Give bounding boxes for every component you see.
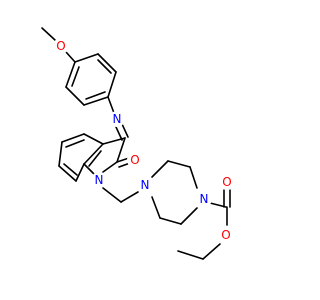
bond-ring2-b-double <box>65 139 85 148</box>
bond-c3-c3a <box>102 137 126 145</box>
bond-ring1-a <box>74 53 99 63</box>
molecule-canvas: O N O N N N O O <box>41 27 235 260</box>
bond-pip-c <box>189 166 198 189</box>
bond-ch2-ch3 <box>177 250 204 260</box>
bond-c7a-c3a <box>83 143 104 165</box>
atom-n-imine: N <box>109 111 125 127</box>
bond-ring2-a <box>83 133 104 145</box>
atom-o-carbonyl: O <box>219 174 235 190</box>
bond-methylene-piperazine <box>120 191 139 203</box>
bond-pip-e <box>159 217 182 225</box>
bond-ring1-f-double <box>71 66 80 87</box>
atom-n-indole: N <box>91 172 107 188</box>
atom-label-o-ketone: O <box>130 153 139 167</box>
bond-ring2-b <box>61 133 85 143</box>
atom-label-o-ester: O <box>221 228 230 242</box>
bond-methyl-oxygen <box>41 27 56 41</box>
atom-label-n-indole: N <box>95 173 104 187</box>
bond-c3-c2 <box>116 137 126 163</box>
bond-ring2-d <box>58 165 77 182</box>
bond-ring1-b <box>97 53 117 73</box>
atom-label-o-carbonyl: O <box>222 175 231 189</box>
bond-pip-a <box>151 160 169 178</box>
bond-pip-f <box>151 196 161 219</box>
atom-label-n-piperazine-1: N <box>141 178 150 192</box>
bond-ring1-e <box>65 86 85 106</box>
bond-ring1-b-double <box>97 59 112 74</box>
atom-n-piperazine-1: N <box>137 177 153 193</box>
bond-ring1-d <box>83 96 109 106</box>
bond-ring1-d-double <box>85 91 106 100</box>
bond-oxygen-aryl <box>65 51 76 63</box>
bond-ring2-c <box>58 141 63 167</box>
bond-aryl-nitrogen <box>107 96 115 114</box>
bond-ring1-f <box>65 61 76 88</box>
bond-ring2-inner-double <box>88 150 102 167</box>
bond-imine-double-b <box>115 126 123 141</box>
bond-ketone-double-a <box>116 157 130 163</box>
bond-pip-d <box>180 207 198 225</box>
atom-o-methoxy: O <box>53 38 69 54</box>
atom-o-ketone: O <box>127 152 143 168</box>
bond-ring2-e <box>75 163 85 182</box>
atom-label-n-imine: N <box>113 112 122 126</box>
bond-ester-o-ch2 <box>202 243 221 260</box>
chemical-structure-diagram: O N O N N N O O <box>41 27 235 260</box>
bond-ring1-c <box>107 71 117 98</box>
atom-label-n-piperazine-2: N <box>200 192 209 206</box>
bond-ring2-d-double <box>63 163 78 176</box>
bond-pip-b <box>167 160 191 168</box>
bond-c2-n1 <box>102 161 118 173</box>
atom-label-o-methoxy: O <box>56 39 65 53</box>
atom-n-piperazine-2: N <box>196 191 212 207</box>
atom-o-ester: O <box>218 227 234 243</box>
bond-imine-double-a <box>121 123 129 138</box>
bond-n1-methylene <box>102 187 122 203</box>
